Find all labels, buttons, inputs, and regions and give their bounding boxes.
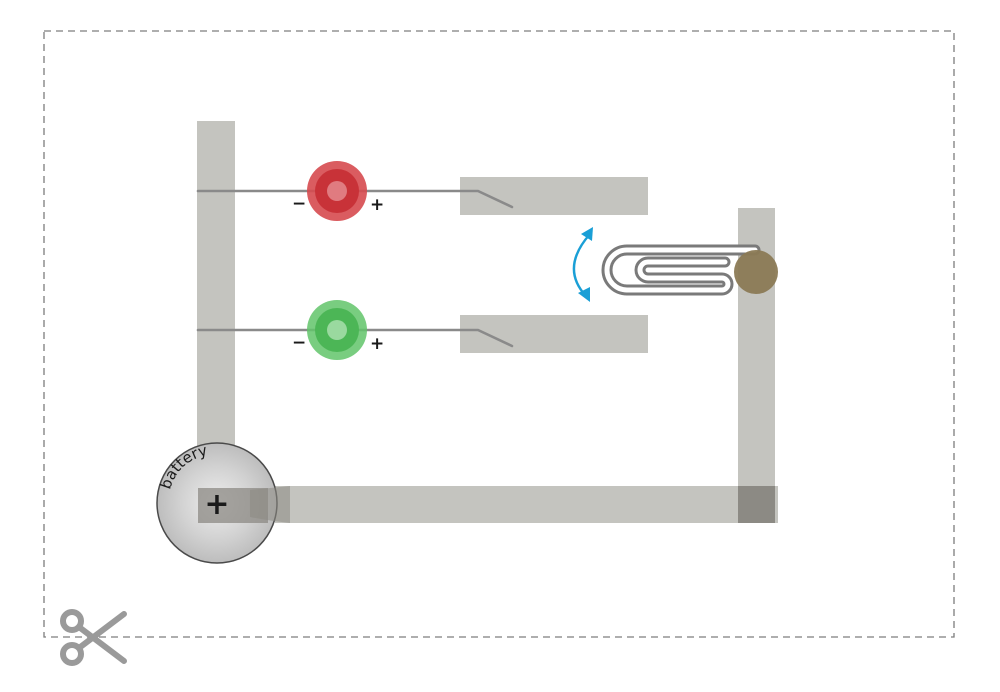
tape-lower-switch-pad	[460, 315, 648, 353]
wire-red-led	[196, 189, 514, 209]
tape-strips	[197, 121, 778, 523]
green-led-minus-label: −	[292, 333, 306, 353]
green-led	[307, 300, 367, 360]
red-led	[307, 161, 367, 221]
green-led-plus-label: +	[370, 334, 384, 354]
scissors-icon	[60, 609, 127, 666]
red-led-plus-label: +	[370, 195, 384, 215]
tape-bottom-horizontal	[275, 486, 778, 523]
tape-left-vertical	[197, 121, 235, 471]
battery	[156, 442, 290, 564]
wire-green-led	[196, 328, 514, 348]
battery-plus-symbol: +	[204, 487, 229, 522]
red-led-minus-label: −	[292, 194, 306, 214]
tape-right-overlap	[738, 486, 775, 523]
paperclip-rivet	[734, 250, 778, 294]
paperclip	[601, 244, 761, 296]
cut-line	[43, 30, 955, 638]
wires	[196, 189, 514, 348]
double-arrow-icon	[572, 227, 593, 302]
